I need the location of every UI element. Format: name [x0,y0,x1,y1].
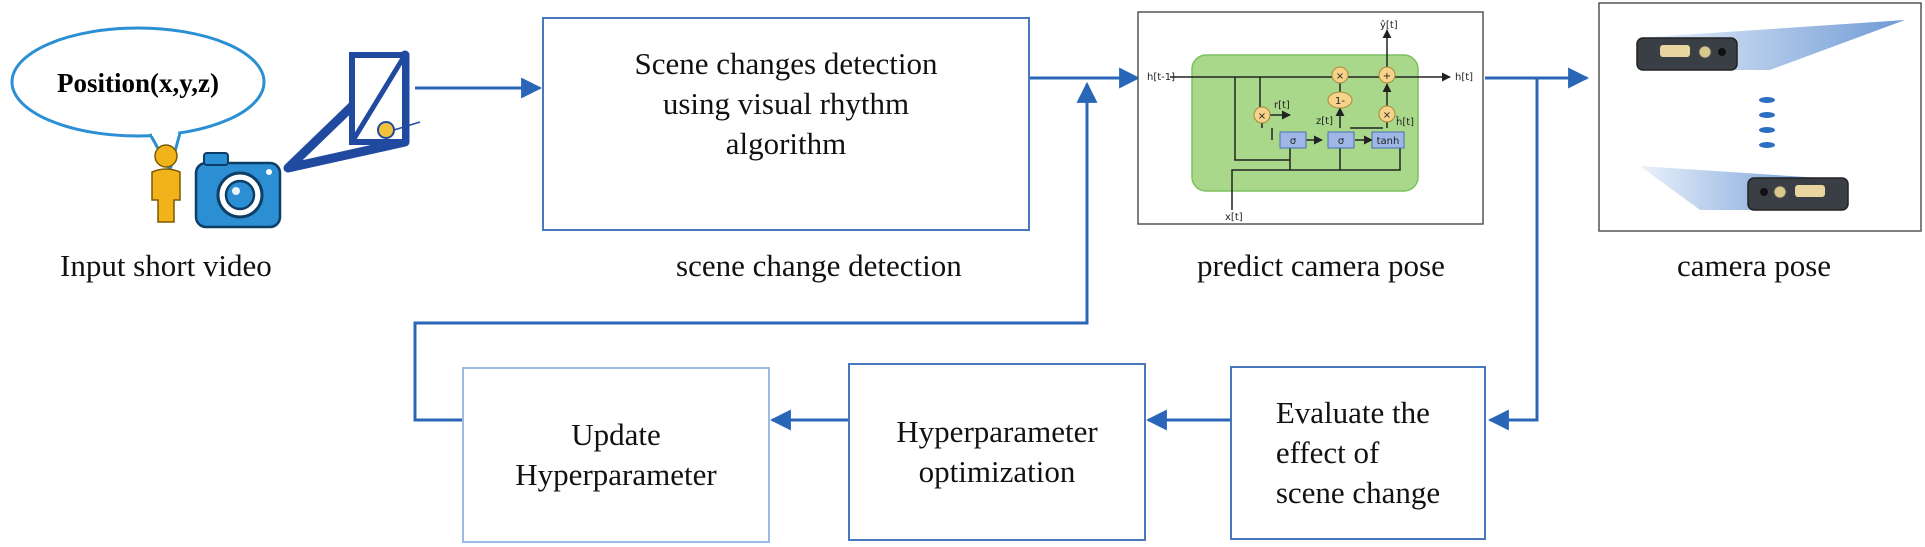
svg-text:h[t-1]: h[t-1] [1147,72,1175,83]
camera-pose-panel [1598,2,1922,232]
evaluate-box: Evaluate the effect of scene change [1230,366,1486,540]
arrow-update-feedback [413,81,1098,422]
frustum-icon [283,50,421,173]
svg-text:×: × [1383,110,1391,121]
update-text: Update Hyperparameter [515,416,717,492]
camera-device-icon [1636,20,1905,71]
scene-detection-box: Scene changes detection using visual rhy… [542,17,1030,231]
speech-bubble: Position(x,y,z) [10,26,266,172]
evaluate-text: Evaluate the effect of scene change [1275,394,1441,511]
svg-text:×: × [1258,111,1266,122]
svg-text:h[t]: h[t] [1455,72,1473,83]
speech-bubble-text: Position(x,y,z) [57,68,219,98]
svg-text:σ: σ [1290,136,1297,147]
camera-device-icon [1640,166,1849,211]
svg-text:+: + [1383,71,1391,82]
svg-text:r[t]: r[t] [1274,100,1290,111]
scene-detection-caption: scene change detection [676,248,962,283]
hyperopt-text: Hyperparameter optimization [896,413,1098,489]
hyperopt-box: Hyperparameter optimization [848,363,1146,541]
predict-caption: predict camera pose [1197,248,1445,283]
camera-icon [194,152,282,229]
update-box: Update Hyperparameter [462,367,770,543]
camera-pose-caption: camera pose [1677,248,1832,283]
gru-cell-diagram: σ σ tanh × × 1- + × h[t-1] h[t] ŷ[t] x[t… [1137,11,1484,225]
arrow-to-evaluate [1487,78,1539,431]
svg-text:×: × [1336,71,1344,82]
svg-text:z[t]: z[t] [1316,116,1333,127]
person-icon [151,144,181,223]
svg-text:ĥ[t]: ĥ[t] [1395,115,1414,128]
svg-text:1-: 1- [1335,96,1345,107]
svg-text:ŷ[t]: ŷ[t] [1380,19,1398,31]
input-caption: Input short video [60,248,272,283]
scene-detection-text: Scene changes detection using visual rhy… [634,45,938,162]
svg-text:x[t]: x[t] [1225,212,1243,223]
svg-text:σ: σ [1338,136,1345,147]
svg-text:tanh: tanh [1377,136,1400,147]
